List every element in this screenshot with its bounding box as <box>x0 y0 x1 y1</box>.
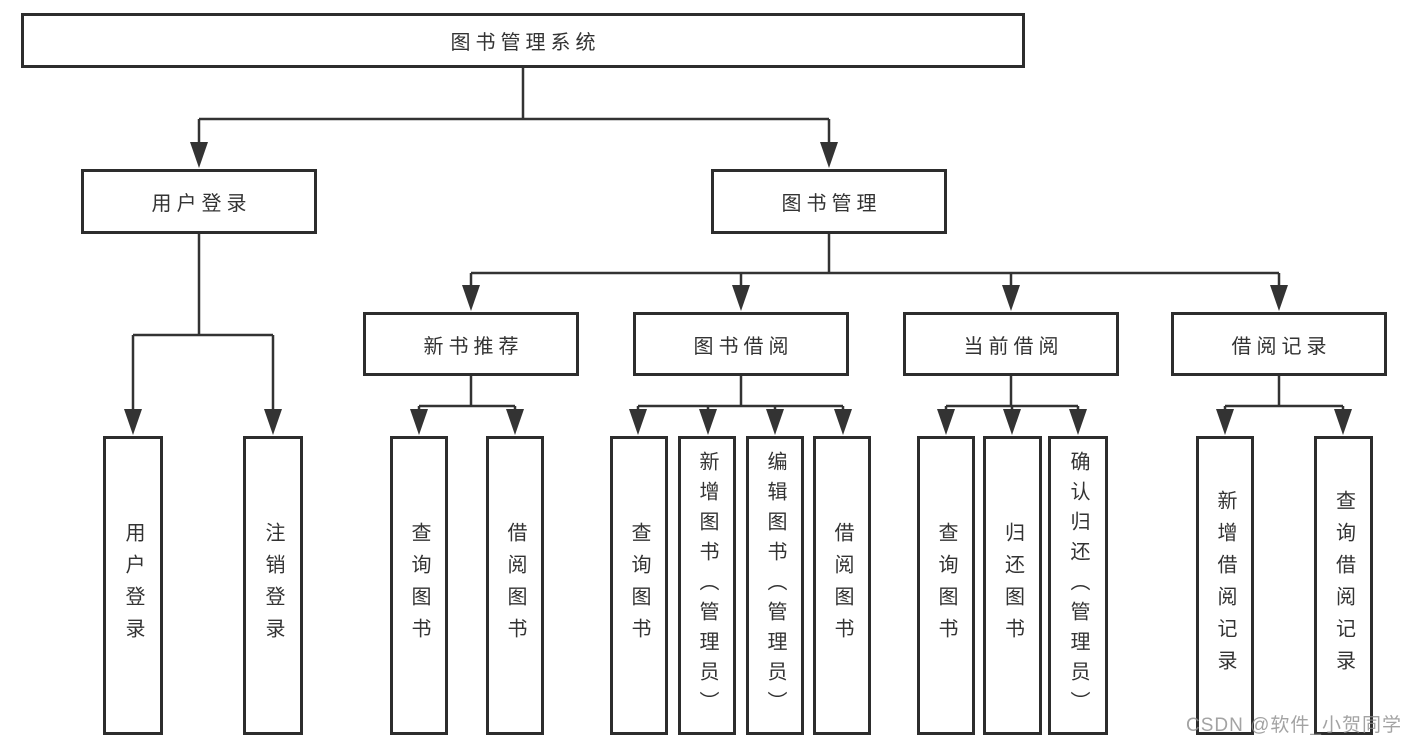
leaf-query-books-current: 查询图书 <box>917 436 975 735</box>
arrowhead <box>1003 409 1021 435</box>
arrowhead <box>1334 409 1352 435</box>
node-user-login: 用户登录 <box>81 169 317 234</box>
node-label: 新增借阅记录 <box>1214 489 1236 682</box>
link-root-to-level2 <box>190 68 838 168</box>
node-label: 确认归还（管理员） <box>1067 450 1089 721</box>
link-currentborrow-to-leaves <box>937 376 1087 435</box>
node-label: 编辑图书（管理员） <box>764 450 786 721</box>
csdn-watermark: CSDN @软件_小贺同学 <box>1186 715 1402 736</box>
leaf-logout: 注销登录 <box>243 436 303 735</box>
node-label: 图书管理 <box>781 193 882 215</box>
arrowhead <box>766 409 784 435</box>
node-label: 查询图书 <box>935 521 957 650</box>
arrowhead <box>1270 285 1288 311</box>
node-label: 当前借阅 <box>963 335 1064 358</box>
leaf-add-borrow-record: 新增借阅记录 <box>1196 436 1254 735</box>
arrowhead <box>506 409 524 435</box>
arrowhead <box>732 285 750 311</box>
arrowhead <box>629 409 647 435</box>
node-label: 用户登录 <box>122 521 144 650</box>
node-label: 图书管理系统 <box>450 32 601 54</box>
arrowhead <box>820 142 838 168</box>
node-book-management: 图书管理 <box>711 169 947 234</box>
leaf-query-books-recommend: 查询图书 <box>390 436 448 735</box>
link-records-to-leaves <box>1216 376 1352 435</box>
link-bookborrow-to-leaves <box>629 376 852 435</box>
link-userlogin-to-leaves <box>124 234 282 435</box>
node-label: 查询图书 <box>628 521 650 650</box>
node-label: 新增图书（管理员） <box>696 450 718 721</box>
arrowhead <box>410 409 428 435</box>
node-label: 借阅图书 <box>504 521 526 650</box>
node-label: 借阅图书 <box>831 521 853 650</box>
leaf-borrow-books-recommend: 借阅图书 <box>486 436 544 735</box>
node-root-system: 图书管理系统 <box>21 13 1025 68</box>
arrowhead <box>699 409 717 435</box>
node-label: 归还图书 <box>1001 521 1024 650</box>
arrowhead <box>834 409 852 435</box>
arrowhead <box>190 142 208 168</box>
node-label: 查询图书 <box>408 521 430 650</box>
leaf-return-books: 归还图书 <box>983 436 1042 735</box>
leaf-query-books-borrow: 查询图书 <box>610 436 668 735</box>
leaf-borrow-books: 借阅图书 <box>813 436 871 735</box>
node-book-borrow: 图书借阅 <box>633 312 849 376</box>
node-label: 查询借阅记录 <box>1332 489 1355 682</box>
arrowhead <box>1002 285 1020 311</box>
node-label: 借阅记录 <box>1231 335 1332 358</box>
node-label: 注销登录 <box>262 521 284 650</box>
arrowhead <box>462 285 480 311</box>
arrowhead <box>1069 409 1087 435</box>
leaf-edit-books-admin: 编辑图书（管理员） <box>746 436 804 735</box>
leaf-confirm-return-admin: 确认归还（管理员） <box>1048 436 1108 735</box>
node-label: 新书推荐 <box>423 335 524 358</box>
arrowhead <box>937 409 955 435</box>
node-label: 图书借阅 <box>693 335 794 358</box>
node-borrow-records: 借阅记录 <box>1171 312 1387 376</box>
leaf-user-login: 用户登录 <box>103 436 163 735</box>
node-new-book-recommend: 新书推荐 <box>363 312 579 376</box>
leaf-query-borrow-record: 查询借阅记录 <box>1314 436 1373 735</box>
node-label: 用户登录 <box>151 193 252 215</box>
arrowhead <box>1216 409 1234 435</box>
arrowhead <box>264 409 282 435</box>
leaf-add-books-admin: 新增图书（管理员） <box>678 436 736 735</box>
node-current-borrow: 当前借阅 <box>903 312 1119 376</box>
arrowhead <box>124 409 142 435</box>
link-bookmgmt-to-level3 <box>462 234 1288 311</box>
link-newbooks-to-leaves <box>410 376 524 435</box>
